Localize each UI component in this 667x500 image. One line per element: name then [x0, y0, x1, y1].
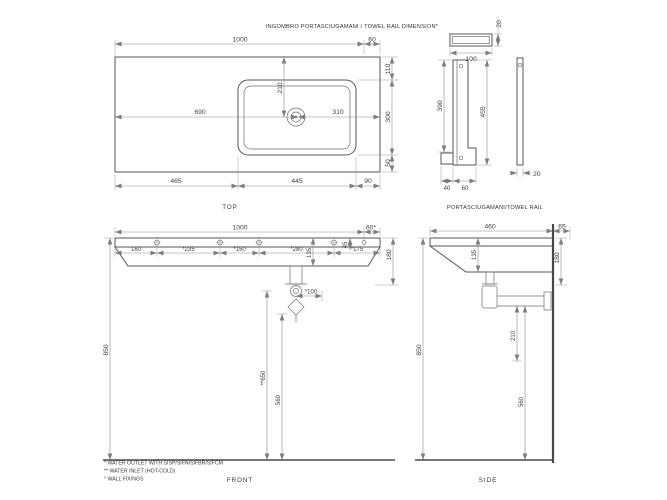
dim-top-depth-back: 50: [385, 159, 392, 167]
faucet-holes: [153, 238, 367, 247]
dim-top-depth-front: 110: [385, 63, 392, 74]
dim-front-basin-depth: 135: [307, 247, 313, 258]
rail-view-label: PORTASCIUGAMANI/TOWEL RAIL: [447, 205, 543, 211]
siphon-icon: [285, 265, 307, 322]
dim-rail-height-total: 455: [480, 106, 487, 118]
dim-front-rim: 45: [343, 241, 349, 248]
dim-top-right-offset: 60: [368, 37, 376, 44]
dim-hole-1: 160: [131, 247, 142, 253]
dim-side-depth: 460: [484, 224, 496, 231]
dim-side-front-height: 180: [554, 252, 561, 264]
side-view: 460 65 135 180 210 560 850 SIDE: [415, 224, 571, 484]
note-water-inlet: ** WATER INLET (HOT-COLD): [104, 469, 176, 475]
drawing-title: INGOMBRO PORTASCIUGAMANI / TOWEL RAIL DI…: [266, 24, 439, 30]
dim-hole-2: *235: [182, 247, 195, 253]
side-view-label: SIDE: [479, 477, 497, 484]
dim-rail-height-inner: 390: [437, 100, 444, 112]
dim-rail-top-thickness: 20: [496, 20, 503, 28]
dim-side-mount-height: 850: [416, 344, 423, 356]
rail-tube-end: [440, 152, 454, 165]
rail-front-outline: [452, 59, 477, 166]
rail-screw-hole-icon: [458, 155, 464, 161]
dim-top-basin-depth: 300: [385, 111, 392, 123]
siphon-side-icon: [481, 271, 552, 311]
dim-rail-bottom-left: 40: [444, 186, 451, 192]
dim-rail-side-thickness: 20: [533, 171, 541, 178]
dim-top-bottom-right: 90: [364, 178, 372, 185]
dim-side-back-offset: 65: [558, 224, 566, 231]
top-view: 1000 60 110 300 50 210 690 310 465 445 9…: [114, 37, 398, 211]
dim-top-bottom-basin: 445: [291, 178, 303, 185]
top-view-label: TOP: [222, 204, 238, 211]
dim-hole-3: *150: [233, 247, 246, 253]
rail-side-outline: [516, 57, 524, 166]
dim-hole-4: *280: [290, 247, 303, 253]
dim-front-outlet-offset: *100: [305, 290, 318, 296]
dim-front-mount-height: 850: [103, 344, 110, 356]
dim-top-left-to-basin: 690: [194, 109, 206, 116]
rail-top-outline: [449, 33, 493, 47]
dim-front-inlet-height: **650: [261, 370, 267, 385]
dim-hole-5: *175: [351, 247, 364, 253]
sink-rim-front: [114, 237, 381, 248]
dim-top-bottom-left: 465: [170, 178, 182, 185]
rail-screw-hole-icon: [458, 63, 464, 69]
sink-bowl-side: [429, 245, 553, 273]
sink-rim-side: [429, 237, 554, 247]
dim-front-hole-right: 60*: [366, 225, 377, 232]
dim-front-outlet-height: 560: [276, 394, 282, 405]
dim-rail-top-width: 100: [465, 56, 477, 63]
dim-front-height: 180: [386, 249, 393, 261]
dim-side-basin-depth: 135: [472, 249, 478, 260]
dim-top-drain: 210: [277, 82, 284, 94]
notes: * WATER OUTLET WITH SISP/SIFN/SIFBR/SIFC…: [104, 461, 223, 483]
front-view-label: FRONT: [227, 477, 253, 484]
note-wall-fixings: ° WALL FIXINGS: [104, 477, 144, 483]
sink-outline-top: [114, 56, 381, 173]
dim-rail-bottom-right: 60: [462, 186, 469, 192]
front-view: 1000 60* 160 *235 *150 *280 *175 45 135 …: [103, 225, 398, 484]
towel-rail-views: INGOMBRO PORTASCIUGAMANI / TOWEL RAIL DI…: [266, 16, 543, 211]
dim-top-width: 1000: [232, 37, 247, 44]
dim-top-basin-to-right: 310: [332, 109, 344, 116]
dim-front-width: 1000: [232, 225, 247, 232]
dim-side-trap-drop: 210: [511, 330, 517, 341]
rail-top-inner: [452, 36, 490, 44]
dim-side-outlet-height: 560: [519, 396, 525, 407]
rail-mount-hole-icon: [517, 62, 523, 68]
sink-bowl-front: [114, 246, 381, 267]
note-water-outlet: * WATER OUTLET WITH SISP/SIFN/SIFBR/SIFC…: [104, 461, 223, 467]
